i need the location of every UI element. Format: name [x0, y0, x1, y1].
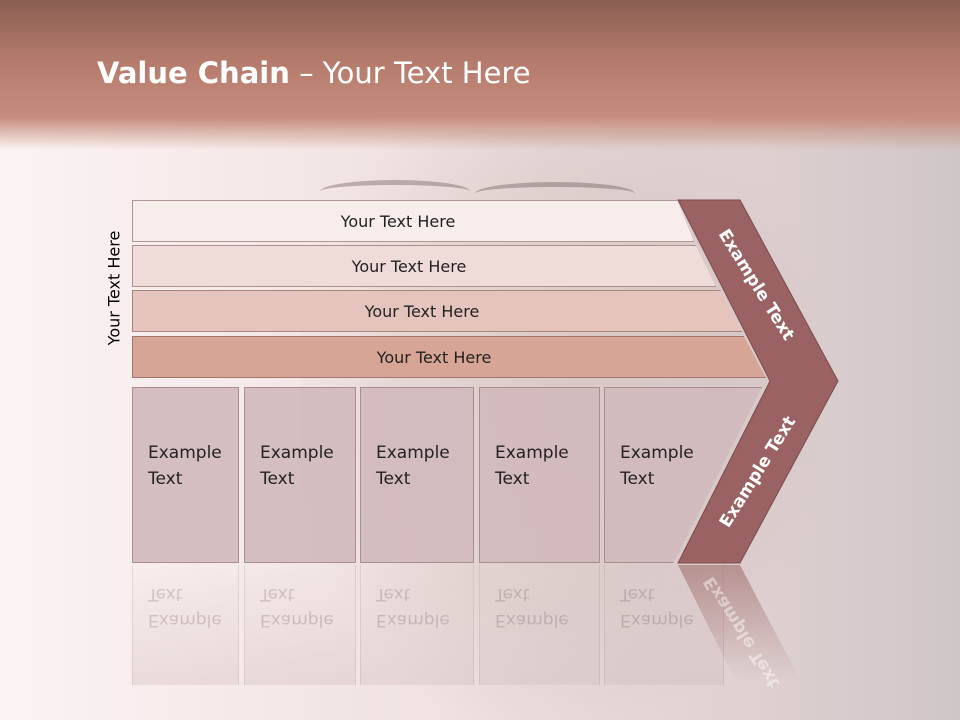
bar-1: Your Text Here: [132, 200, 694, 242]
bar-3: Your Text Here: [132, 290, 742, 332]
box-2-line1: Example: [260, 443, 334, 463]
box-3-line2: Text: [376, 469, 411, 489]
chevron-reflection: [678, 565, 800, 680]
title-rest: – Your Text Here: [289, 56, 531, 90]
header-band: [0, 0, 960, 150]
box-3-line1: Example: [376, 443, 450, 463]
bar-1-label: Your Text Here: [340, 211, 456, 231]
box-5-line2: Text: [620, 469, 655, 489]
box-1-line2: Text: [148, 469, 183, 489]
slide-title: Value Chain – Your Text Here: [97, 56, 531, 90]
box-2-line2: Text: [260, 469, 295, 489]
bar-3-label: Your Text Here: [364, 301, 480, 321]
bar-4: Your Text Here: [132, 336, 766, 378]
title-bold: Value Chain: [97, 56, 290, 90]
box-4-line1: Example: [495, 443, 569, 463]
box-4-line2: Text: [495, 469, 530, 489]
eyebrow-right: [475, 182, 635, 205]
bar-2-label: Your Text Here: [351, 256, 467, 276]
box-1-line1: Example: [148, 443, 222, 463]
eyebrow-left: [320, 180, 470, 203]
bar-2: Your Text Here: [132, 245, 716, 287]
bar-4-label: Your Text Here: [376, 347, 492, 367]
box-5-line1: Example: [620, 443, 694, 463]
chevron-shape: [677, 199, 839, 564]
